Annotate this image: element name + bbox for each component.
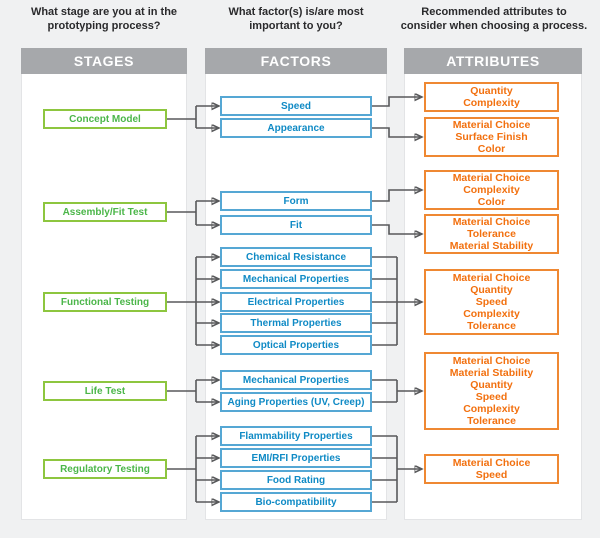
factor-box-aging-properties: Aging Properties (UV, Creep): [220, 392, 372, 412]
factor-box-optical-properties: Optical Properties: [220, 335, 372, 355]
factor-box-mechanical-properties: Mechanical Properties: [220, 269, 372, 289]
factor-box-mechanical-properties-life: Mechanical Properties: [220, 370, 372, 390]
stage-box-regulatory-testing: Regulatory Testing: [43, 459, 167, 479]
attribute-box-concept-speed: Quantity Complexity: [424, 82, 559, 112]
factor-box-food-rating: Food Rating: [220, 470, 372, 490]
stage-box-concept-model: Concept Model: [43, 109, 167, 129]
factor-box-flammability-properties: Flammability Properties: [220, 426, 372, 446]
factor-box-electrical-properties: Electrical Properties: [220, 292, 372, 312]
stage-box-life-test: Life Test: [43, 381, 167, 401]
attribute-box-regulatory: Material Choice Speed: [424, 454, 559, 484]
stage-box-functional-testing: Functional Testing: [43, 292, 167, 312]
factor-box-appearance: Appearance: [220, 118, 372, 138]
factor-box-emi-rfi-properties: EMI/RFI Properties: [220, 448, 372, 468]
attribute-box-functional: Material Choice Quantity Speed Complexit…: [424, 269, 559, 335]
attribute-box-life-test: Material Choice Material Stability Quant…: [424, 352, 559, 430]
attribute-box-concept-appearance: Material Choice Surface Finish Color: [424, 117, 559, 157]
factor-box-thermal-properties: Thermal Properties: [220, 313, 372, 333]
factor-box-chemical-resistance: Chemical Resistance: [220, 247, 372, 267]
factors-question: What factor(s) is/are most important to …: [228, 6, 364, 32]
factor-box-speed: Speed: [220, 96, 372, 116]
factor-box-form: Form: [220, 191, 372, 211]
factor-box-fit: Fit: [220, 215, 372, 235]
attributes-header: ATTRIBUTES: [404, 48, 582, 74]
stages-question: What stage are you at in the prototyping…: [30, 6, 178, 32]
factors-header: FACTORS: [205, 48, 387, 74]
stages-header: STAGES: [21, 48, 187, 74]
attribute-box-assembly-form: Material Choice Complexity Color: [424, 170, 559, 210]
stage-box-assembly-fit-test: Assembly/Fit Test: [43, 202, 167, 222]
factor-box-bio-compatibility: Bio-compatibility: [220, 492, 372, 512]
attribute-box-assembly-fit: Material Choice Tolerance Material Stabi…: [424, 214, 559, 254]
attributes-question: Recommended attributes to consider when …: [400, 6, 588, 32]
